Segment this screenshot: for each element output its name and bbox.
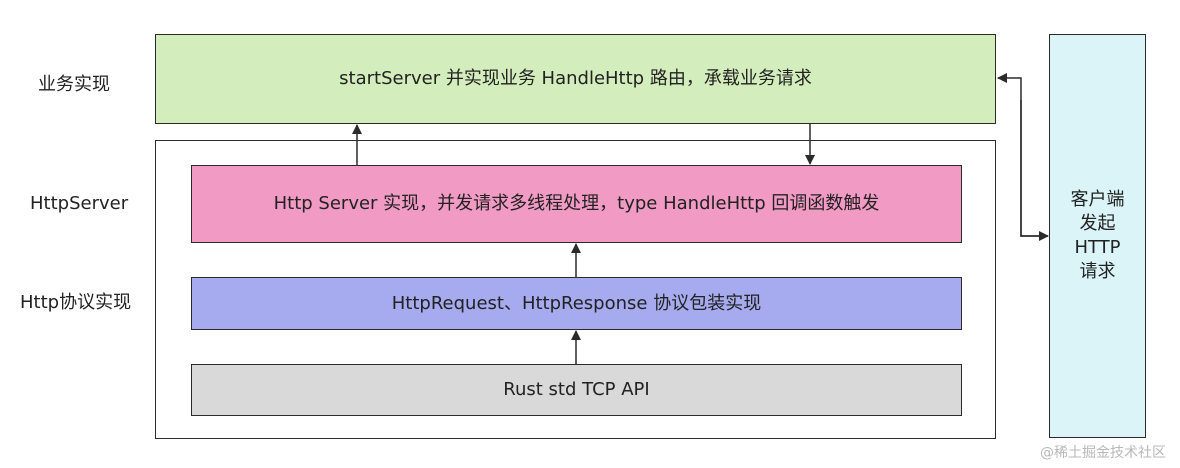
client-line-2: 发起 bbox=[1079, 213, 1116, 234]
watermark: @稀土掘金技术社区 bbox=[1040, 445, 1166, 461]
arrow-client-business-link bbox=[997, 73, 1048, 237]
client-line-3: HTTP bbox=[1074, 237, 1121, 258]
business-layer-text: startServer 并实现业务 HandleHttp 路由，承载业务请求 bbox=[339, 68, 812, 89]
client-request-box: 客户端 发起 HTTP 请求 bbox=[1049, 34, 1146, 438]
http-server-box: Http Server 实现，并发请求多线程处理，type HandleHttp… bbox=[191, 165, 962, 243]
layer-label-http-server: HttpServer bbox=[30, 193, 129, 214]
client-line-1: 客户端 bbox=[1070, 189, 1125, 210]
tcp-api-box: Rust std TCP API bbox=[191, 364, 962, 416]
http-protocol-box: HttpRequest、HttpResponse 协议包装实现 bbox=[191, 277, 962, 330]
arrow-client-business-link-return bbox=[1020, 100, 1049, 241]
tcp-api-text: Rust std TCP API bbox=[503, 379, 650, 400]
business-layer-box: startServer 并实现业务 HandleHttp 路由，承载业务请求 bbox=[155, 34, 996, 124]
http-protocol-text: HttpRequest、HttpResponse 协议包装实现 bbox=[391, 292, 762, 314]
http-server-text: Http Server 实现，并发请求多线程处理，type HandleHttp… bbox=[273, 193, 880, 214]
layer-label-http-protocol: Http协议实现 bbox=[20, 292, 132, 313]
layer-label-business: 业务实现 bbox=[38, 74, 110, 95]
client-line-4: 请求 bbox=[1079, 261, 1116, 282]
